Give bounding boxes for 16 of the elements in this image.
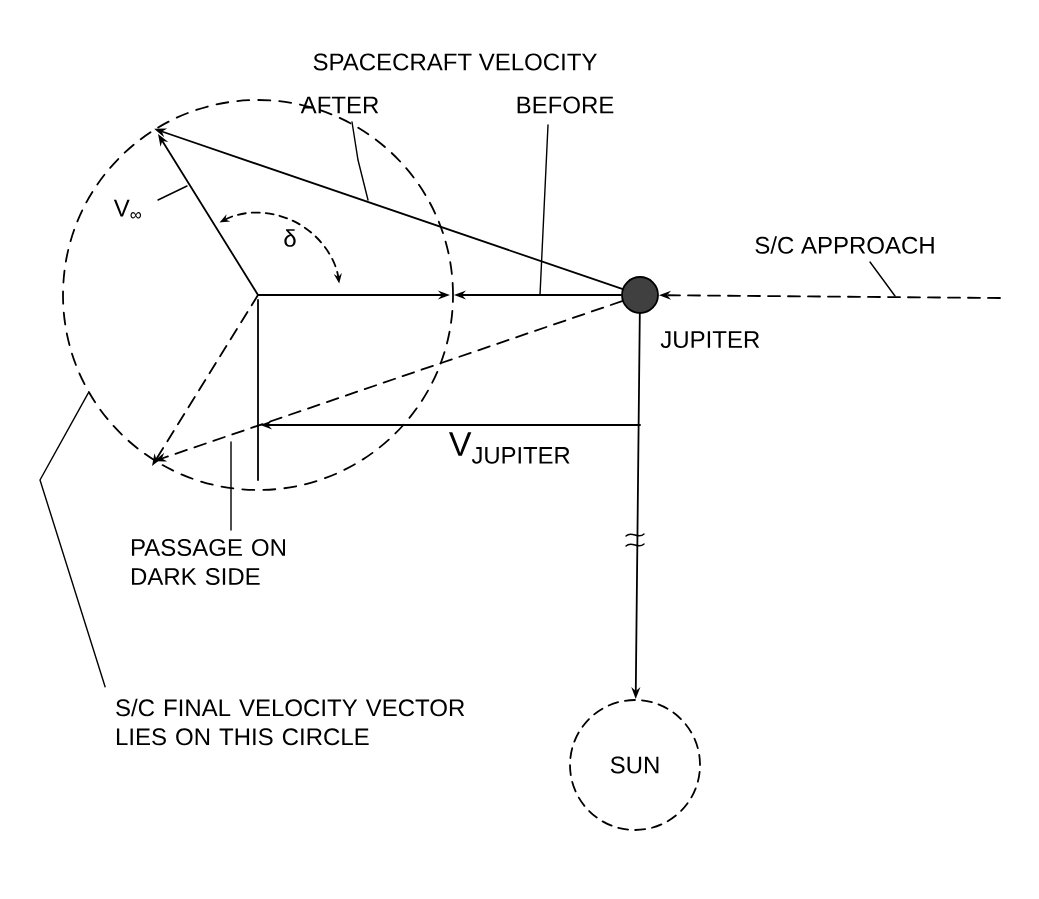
annotation-text: S/C FINAL VELOCITY VECTOR LIES ON THIS CIRCLE [116, 698, 465, 746]
angle-label: δ [284, 229, 296, 247]
heading-text: SPACECRAFT VELOCITY [313, 53, 597, 71]
annotation-text: BEFORE [517, 96, 614, 114]
annotation-text: S/C APPROACH [755, 236, 934, 254]
leader-line [869, 261, 896, 297]
annotation-text: AFTER [300, 96, 379, 114]
leader-line [351, 121, 369, 201]
vector-label: V$_{JUPITER}$ [446, 430, 574, 466]
planet-circle [621, 276, 659, 314]
annotation-text: PASSAGE ON DARK SIDE [132, 539, 285, 585]
leader-line [157, 185, 188, 201]
leader-line [39, 392, 106, 688]
leader-line [230, 441, 232, 531]
leader-line [539, 124, 549, 296]
planet-label: JUPITER [660, 331, 760, 348]
